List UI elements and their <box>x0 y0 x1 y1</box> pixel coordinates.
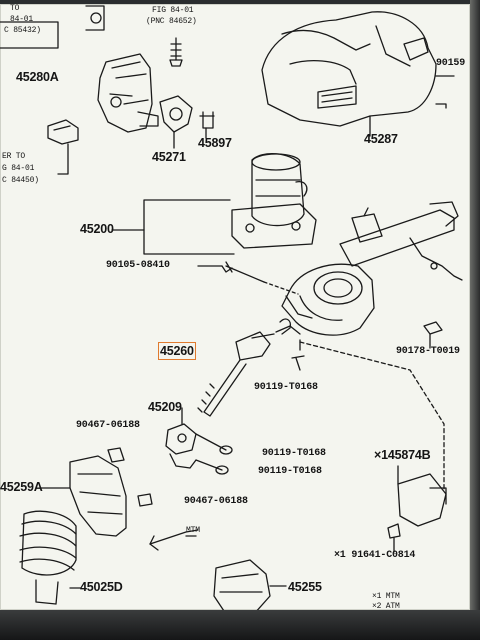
callout-bracket-45200 <box>143 199 235 255</box>
screw-45897 <box>199 111 215 129</box>
part-label-90105: 90105-08410 <box>106 260 170 271</box>
column-boot-cover <box>69 455 127 537</box>
reduction-gear-housing <box>281 263 375 336</box>
part-label-45287: 45287 <box>364 132 398 146</box>
part-label-45259a: 45259A <box>0 480 43 494</box>
washer-upper <box>219 445 233 455</box>
screen-edge <box>470 0 480 640</box>
part-label-45280a: 45280A <box>16 70 59 84</box>
parts-diagram-sheet: TO 84-01 C 85432) FIG 84-01 (PNC 84652) … <box>0 4 470 611</box>
ref-label-top-left-1: TO <box>10 4 20 13</box>
part-label-90467-b: 90467-06188 <box>184 496 248 507</box>
ref-box-top-left <box>0 21 59 49</box>
mtm-arrow <box>149 529 199 545</box>
part-label-90119-a: 90119-T0168 <box>254 382 318 393</box>
bolt-90119-upper <box>291 355 305 371</box>
part-label-91641: ×1 91641-C0814 <box>334 550 416 561</box>
part-label-90467-a: 90467-06188 <box>76 420 140 431</box>
bracket-45874b <box>397 473 447 527</box>
bolt-top-mid <box>170 37 182 61</box>
clip-90178 <box>423 321 443 335</box>
part-label-45200: 45200 <box>80 222 114 236</box>
part-label-45025d: 45025D <box>80 580 123 594</box>
part-label-45255: 45255 <box>288 580 322 594</box>
ref-label-left-3: C 84450) <box>2 176 39 185</box>
ref-label-left-2: G 84-01 <box>2 164 35 173</box>
ref-label-top-left-3: C 85432) <box>4 26 41 35</box>
part-label-90119-b: 90119-T0168 <box>262 448 326 459</box>
bolt-90105 <box>221 261 265 283</box>
part-label-90159: 90159 <box>436 58 466 69</box>
lock-bracket <box>159 95 193 133</box>
lock-clip-part <box>47 119 79 145</box>
dashed-routing-line <box>299 341 445 491</box>
part-label-45260-highlighted: 45260 <box>158 342 196 360</box>
universal-joint-45209 <box>165 423 197 455</box>
legend-line-atm: ×2 ATM <box>372 602 400 611</box>
screen-bezel <box>0 610 480 640</box>
steering-lock-housing <box>97 53 153 133</box>
part-label-45874b: ×145874B <box>374 448 431 462</box>
ignition-switch-part <box>85 5 105 31</box>
part-label-45209: 45209 <box>148 400 182 414</box>
lower-cover-45255 <box>213 559 271 610</box>
clip-90467-upper <box>107 447 125 463</box>
steering-column-tube <box>339 209 455 267</box>
part-label-90178: 90178-T0019 <box>396 346 460 357</box>
steering-bellows <box>21 510 77 576</box>
part-label-45271: 45271 <box>152 150 186 164</box>
ref-label-top-mid-2: (PNC 84652) <box>146 17 197 26</box>
washer-lower <box>215 465 229 475</box>
ref-label-top-left-2: 84-01 <box>10 15 34 24</box>
legend-line-mtm: ×1 MTM <box>372 592 400 601</box>
intermediate-shaft-45260 <box>235 331 271 361</box>
mtm-label: MTM <box>186 526 200 535</box>
ref-label-left-1: ER TO <box>2 152 26 161</box>
part-label-45897: 45897 <box>198 136 232 150</box>
power-steering-motor <box>251 153 305 227</box>
bolt-91641 <box>387 523 401 539</box>
exploded-parts-drawing <box>0 5 463 610</box>
ref-label-top-mid-1: FIG 84-01 <box>152 6 194 15</box>
part-label-90119-c: 90119-T0168 <box>258 466 322 477</box>
clip-90467-lower <box>137 493 153 507</box>
